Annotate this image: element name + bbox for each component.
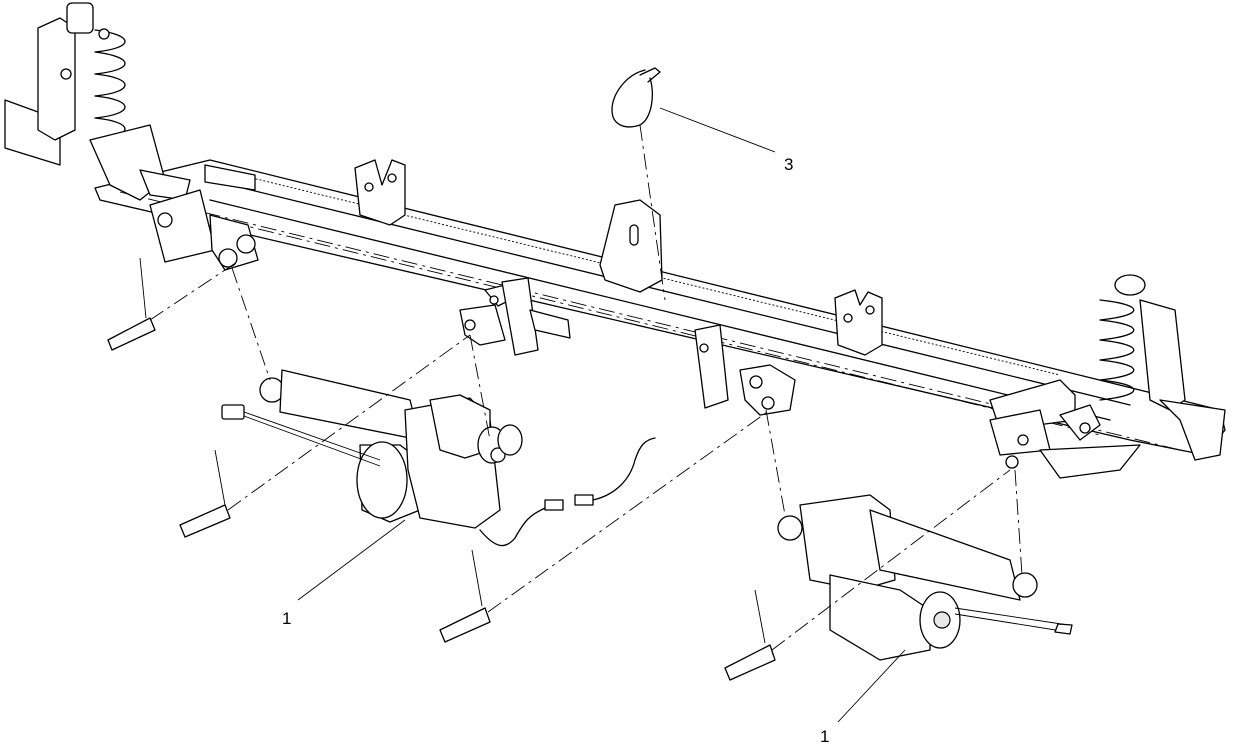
rail-brackets xyxy=(354,159,883,416)
left-actuator-item-1: 1 xyxy=(221,369,656,628)
callout-label-3: 3 xyxy=(784,155,793,174)
right-actuator-item-1: 1 xyxy=(777,494,1073,746)
clevis-pins xyxy=(107,257,1011,681)
cable-clip-item-3: 3 xyxy=(611,67,793,301)
right-spring-assembly xyxy=(989,274,1226,479)
alignment-lines xyxy=(231,267,1023,576)
callout-label-1-right: 1 xyxy=(820,727,829,746)
callout-label-1-left: 1 xyxy=(282,609,291,628)
left-spring-assembly xyxy=(4,2,259,271)
